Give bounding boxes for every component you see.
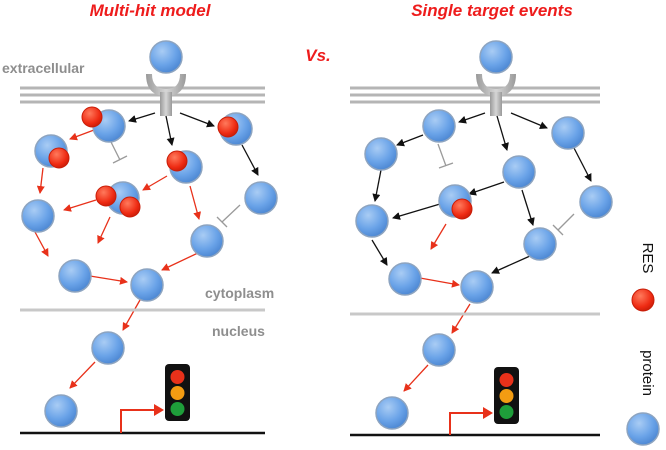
left-transcription-start-arrow-icon (120, 404, 164, 433)
left-panel-title: Multi-hit model (90, 1, 212, 20)
protein-node (579, 185, 613, 219)
protein-node (422, 333, 456, 367)
protein-node (375, 396, 409, 430)
right-protein-network (355, 109, 613, 430)
res-molecule (119, 196, 141, 218)
right-ligand-protein (479, 40, 513, 74)
protein-node (388, 262, 422, 296)
protein-node (460, 270, 494, 304)
res-molecule (451, 198, 473, 220)
legend-res-icon (631, 288, 655, 312)
legend: RES protein (626, 243, 660, 446)
left-res-molecules (48, 106, 239, 218)
protein-node (190, 224, 224, 258)
nucleus-label: nucleus (212, 323, 265, 339)
right-inhibition-links (437, 143, 575, 236)
left-signal-arrows (34, 112, 259, 389)
versus-label: Vs. (305, 46, 331, 65)
protein-node (130, 268, 164, 302)
right-res-molecules (451, 198, 473, 220)
extracellular-label: extracellular (2, 60, 85, 76)
right-panel (350, 40, 613, 437)
right-cell-membrane (350, 86, 600, 104)
res-molecule (95, 185, 117, 207)
left-cell-membrane (20, 86, 265, 104)
left-traffic-light-icon (165, 364, 190, 421)
right-transcription-start-arrow-icon (449, 407, 493, 435)
protein-node (244, 181, 278, 215)
cytoplasm-label: cytoplasm (205, 285, 274, 301)
right-traffic-light-icon (494, 367, 519, 424)
right-panel-title: Single target events (411, 1, 573, 20)
legend-protein-label: protein (639, 350, 656, 396)
left-receptor-icon (146, 74, 186, 116)
legend-protein-icon (626, 412, 660, 446)
protein-node (21, 199, 55, 233)
protein-node (355, 204, 389, 238)
res-molecule (217, 116, 239, 138)
protein-node (551, 116, 585, 150)
protein-node (364, 137, 398, 171)
res-molecule (48, 147, 70, 169)
right-receptor-icon (476, 74, 516, 116)
protein-node (422, 109, 456, 143)
protein-node (91, 331, 125, 365)
protein-node (502, 155, 536, 189)
right-signal-arrows (371, 112, 592, 392)
protein-node (523, 227, 557, 261)
res-molecule (81, 106, 103, 128)
left-ligand-protein (149, 40, 183, 74)
left-panel: extracellular (2, 40, 278, 435)
protein-node (44, 394, 78, 428)
res-molecule (166, 150, 188, 172)
legend-res-label: RES (639, 243, 656, 274)
protein-node (58, 259, 92, 293)
